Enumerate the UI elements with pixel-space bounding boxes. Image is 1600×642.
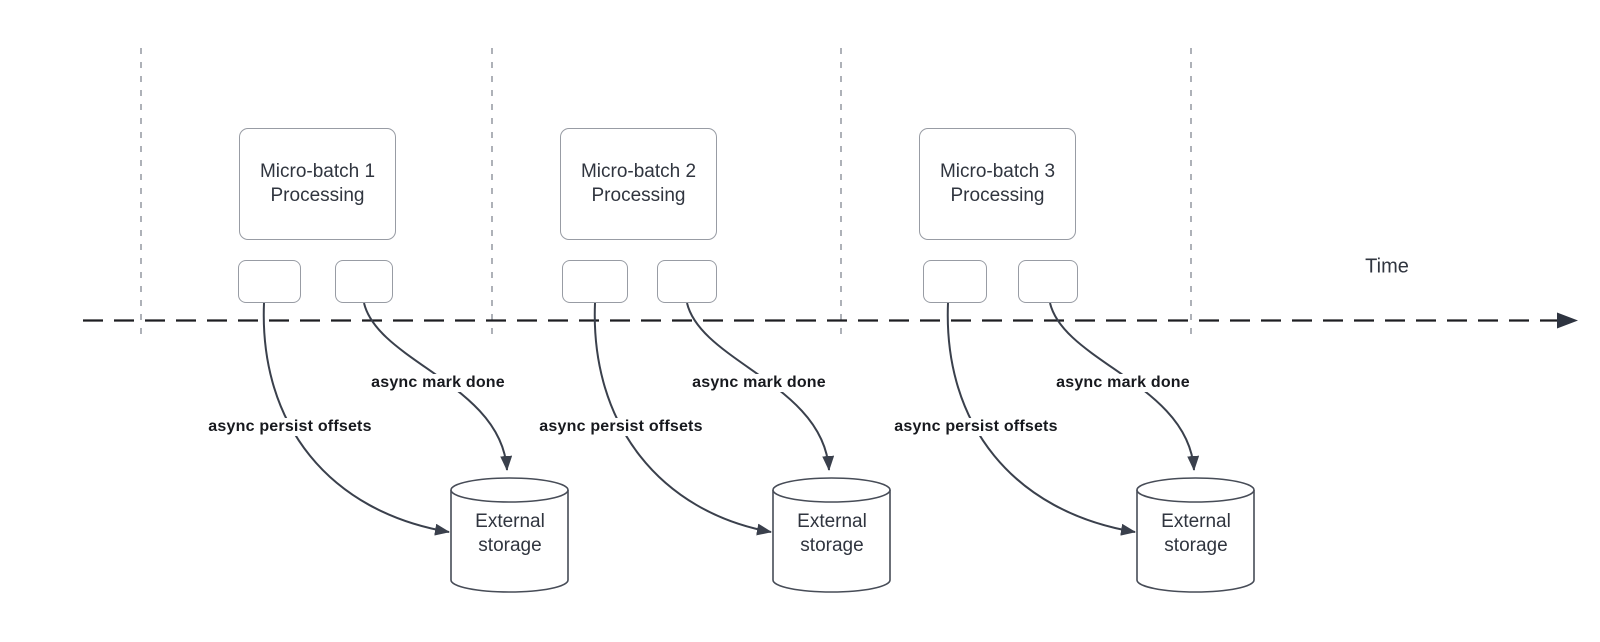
storage-label-3-line1: External — [1161, 511, 1231, 532]
persist-offsets-arrow-3 — [946, 302, 1136, 536]
processing-box-2-title-line1: Micro-batch 2 — [580, 161, 697, 182]
offsets-task-chip-3 — [923, 260, 987, 303]
storage-cylinder-2 — [772, 477, 891, 593]
time-axis-label: Time — [1365, 255, 1409, 278]
storage-label-3-line2: storage — [1164, 535, 1228, 556]
done-task-chip-2 — [657, 260, 717, 303]
storage-label-2-line2: storage — [800, 535, 864, 556]
storage-label-3: External storage — [1161, 510, 1231, 558]
processing-box-3-title-line1: Micro-batch 3 — [939, 161, 1056, 182]
storage-label-2: External storage — [797, 510, 867, 558]
done-task-chip-1 — [335, 260, 393, 303]
offsets-task-chip-1 — [238, 260, 301, 303]
storage-label-2-line1: External — [797, 511, 867, 532]
time-axis-arrowhead-icon — [1557, 312, 1578, 329]
storage-label-1: External storage — [475, 510, 545, 558]
processing-box-3-title-line2: Processing — [950, 185, 1045, 206]
persist-offsets-arrow-1 — [262, 302, 450, 536]
storage-label-1-line2: storage — [478, 535, 542, 556]
processing-box-3: Micro-batch 3 Processing — [919, 128, 1076, 240]
processing-box-2-title-line2: Processing — [591, 185, 686, 206]
storage-cylinder-1 — [450, 477, 569, 593]
mark-done-label-2: async mark done — [689, 374, 829, 392]
persist-offsets-label-3: async persist offsets — [891, 418, 1061, 436]
persist-offsets-label-2: async persist offsets — [536, 418, 706, 436]
mark-done-label-3: async mark done — [1053, 374, 1193, 392]
persist-offsets-arrow-2 — [593, 302, 772, 536]
processing-box-1-title-line1: Micro-batch 1 — [259, 161, 376, 182]
mark-done-label-1: async mark done — [368, 374, 508, 392]
processing-box-2: Micro-batch 2 Processing — [560, 128, 717, 240]
offsets-task-chip-2 — [562, 260, 628, 303]
persist-offsets-label-1: async persist offsets — [205, 418, 375, 436]
storage-cylinder-3 — [1136, 477, 1255, 593]
done-task-chip-3 — [1018, 260, 1078, 303]
processing-box-1: Micro-batch 1 Processing — [239, 128, 396, 240]
processing-box-1-title-line2: Processing — [270, 185, 365, 206]
storage-label-1-line1: External — [475, 511, 545, 532]
